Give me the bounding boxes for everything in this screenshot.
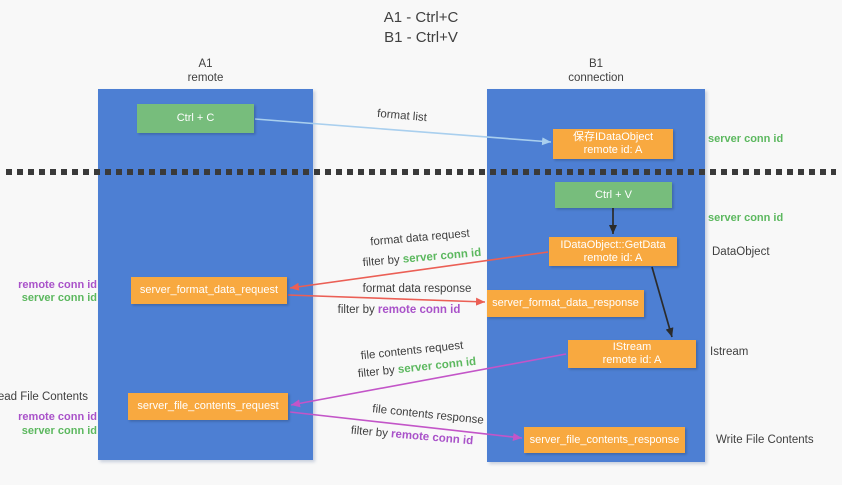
label-filter-by-server-conn-id-1: filter by server conn id [362, 247, 481, 269]
arrow-format-data-response [287, 294, 486, 306]
label-format-data-response: format data response [362, 283, 472, 295]
node-idataobject-getdata-line2: remote id: A [583, 251, 643, 264]
annotation-write-file-contents: Write File Contents [716, 434, 814, 446]
node-server-file-contents-request: server_file_contents_request [128, 393, 288, 420]
node-server-format-data-response-label: server_format_data_response [492, 297, 639, 309]
label-filter-by-remote-conn-id-2: filter by remote conn id [350, 425, 473, 448]
lane-header-a1: A1 remote [98, 57, 313, 85]
remote-conn-id-text: remote conn id [390, 428, 474, 448]
lane-b1-name: B1 [588, 58, 604, 70]
lane-b1-subtitle: connection [568, 72, 624, 84]
label-file-contents-response: file contents response [371, 403, 485, 427]
node-idataobject-getdata: IDataObject::GetData remote id: A [549, 237, 677, 266]
node-server-format-data-request-label: server_format_data_request [139, 284, 279, 296]
title-line-2: B1 - Ctrl+V [384, 29, 458, 46]
label-format-list: format list [376, 107, 428, 125]
node-istream: IStream remote id: A [568, 340, 696, 368]
node-server-file-contents-request-label: server_file_contents_request [137, 400, 279, 412]
node-istream-line2: remote id: A [602, 354, 662, 366]
node-save-idataobject-line1: 保存IDataObject [572, 131, 654, 143]
node-ctrl-c: Ctrl + C [137, 104, 254, 133]
diagram-title: A1 - Ctrl+C B1 - Ctrl+V [0, 8, 842, 48]
annotation-dataobject: DataObject [712, 246, 770, 258]
node-ctrl-v: Ctrl + V [555, 182, 672, 208]
node-ctrl-v-label: Ctrl + V [595, 188, 632, 201]
annotation-read-file-contents: Read File Contents [0, 391, 88, 403]
filter-by-text: filter by [357, 364, 399, 381]
annotation-server-conn-id-right-1: server conn id [708, 133, 784, 145]
node-server-format-data-request: server_format_data_request [131, 277, 287, 304]
lane-a1-subtitle: remote [187, 72, 224, 84]
node-save-idataobject-line2: remote id: A [583, 144, 643, 156]
remote-conn-id-text: remote conn id [377, 304, 461, 316]
filter-by-text: filter by [350, 424, 392, 441]
annotation-istream: Istream [710, 346, 749, 358]
node-server-file-contents-response: server_file_contents_response [524, 427, 685, 453]
annotation-server-conn-id-left-1: server conn id [21, 292, 97, 304]
node-save-idataobject: 保存IDataObject remote id: A [553, 129, 673, 159]
server-conn-id-text: server conn id [402, 246, 482, 266]
dotted-divider [6, 169, 836, 175]
title-line-1: A1 - Ctrl+C [383, 9, 459, 26]
annotation-remote-conn-id-left-2: remote conn id [18, 411, 97, 423]
node-ctrl-c-label: Ctrl + C [176, 112, 215, 124]
label-filter-by-remote-conn-id-1: filter by remote conn id [338, 304, 461, 316]
node-istream-line1: IStream [612, 341, 652, 353]
node-server-file-contents-response-label: server_file_contents_response [529, 433, 680, 446]
filter-by-text: filter by [337, 304, 378, 316]
lane-header-b1: B1 connection [487, 57, 705, 85]
server-conn-id-text: server conn id [397, 355, 477, 376]
annotation-server-conn-id-right-2: server conn id [708, 212, 784, 224]
filter-by-text: filter by [362, 253, 404, 270]
annotation-server-conn-id-left-2: server conn id [21, 425, 97, 437]
lane-a1-name: A1 [198, 58, 213, 70]
node-server-format-data-response: server_format_data_response [487, 290, 644, 317]
label-format-data-request: format data request [369, 227, 471, 249]
annotation-remote-conn-id-left-1: remote conn id [18, 279, 97, 291]
node-idataobject-getdata-line1: IDataObject::GetData [560, 238, 666, 251]
